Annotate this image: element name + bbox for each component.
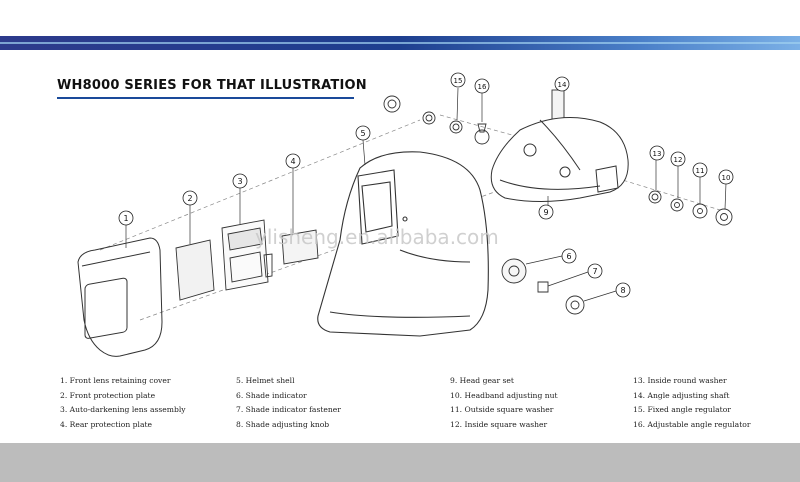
callout-13: 13 bbox=[649, 145, 665, 161]
svg-text:5: 5 bbox=[360, 129, 365, 138]
shade-indicator bbox=[501, 258, 527, 284]
upper-knob-pair bbox=[383, 95, 436, 125]
auto-darkening-lens-assembly bbox=[221, 219, 273, 291]
svg-text:3: 3 bbox=[237, 177, 242, 186]
fixed-angle-regulator bbox=[449, 120, 463, 134]
header-bar-stripe bbox=[0, 42, 800, 44]
legend-column-4: 13. Inside round washer 14. Angle adjust… bbox=[633, 374, 750, 432]
rear-protection-plate bbox=[281, 229, 319, 265]
callout-8: 8 bbox=[615, 282, 631, 298]
callout-10: 10 bbox=[718, 169, 734, 185]
legend-item: 8. Shade adjusting knob bbox=[236, 419, 330, 429]
legend-item: 9. Head gear set bbox=[450, 376, 514, 385]
legend-item: 3. Auto-darkening lens assembly bbox=[60, 405, 186, 414]
legend-item: 1. Front lens retaining cover bbox=[60, 376, 171, 385]
legend-item: 11. Outside square washer bbox=[450, 405, 554, 414]
legend-item: 6. Shade indicator bbox=[236, 390, 307, 400]
svg-text:6: 6 bbox=[566, 252, 571, 261]
svg-text:11: 11 bbox=[696, 167, 705, 175]
front-protection-plate bbox=[175, 239, 215, 301]
svg-text:2: 2 bbox=[187, 194, 192, 203]
shade-adjusting-knob bbox=[565, 295, 585, 315]
svg-text:9: 9 bbox=[543, 208, 548, 217]
svg-text:1: 1 bbox=[123, 214, 128, 223]
callout-14: 14 bbox=[554, 76, 570, 92]
callout-12: 12 bbox=[670, 151, 686, 167]
front-lens-retaining-cover bbox=[77, 237, 163, 357]
svg-text:12: 12 bbox=[674, 156, 683, 164]
callout-2: 2 bbox=[182, 190, 198, 206]
legend-item: 12. Inside square washer bbox=[450, 419, 548, 429]
legend-item: 10. Headband adjusting nut bbox=[450, 390, 558, 400]
callout-7: 7 bbox=[587, 263, 603, 279]
svg-text:4: 4 bbox=[290, 157, 295, 166]
headband-adjusting-nut bbox=[715, 208, 733, 226]
footer-bar bbox=[0, 443, 800, 482]
callout-9: 9 bbox=[538, 204, 554, 220]
legend-item: 13. Inside round washer bbox=[633, 376, 727, 385]
legend-item: 5. Helmet shell bbox=[236, 376, 295, 385]
legend-item: 15. Fixed angle regulator bbox=[633, 405, 731, 414]
legend-column-3: 9. Head gear set 10. Headband adjusting … bbox=[450, 374, 558, 432]
callout-1: 1 bbox=[118, 210, 134, 226]
svg-text:13: 13 bbox=[653, 150, 662, 158]
legend-column-1: 1. Front lens retaining cover 2. Front p… bbox=[60, 374, 186, 432]
callout-15: 15 bbox=[450, 72, 466, 88]
outside-square-washer bbox=[692, 203, 708, 219]
legend-item: 2. Front protection plate bbox=[60, 390, 156, 400]
helmet-shell bbox=[317, 151, 489, 337]
callout-5: 5 bbox=[355, 125, 371, 141]
inside-square-washer bbox=[670, 198, 684, 212]
head-gear-set bbox=[490, 117, 629, 202]
callouts: 1 2 3 4 5 6 7 8 9 10 11 12 13 14 15 16 bbox=[118, 72, 734, 298]
svg-text:14: 14 bbox=[558, 81, 567, 89]
callout-16: 16 bbox=[474, 78, 490, 94]
title-underline bbox=[57, 97, 354, 99]
watermark-text: ylisheng.en.alibaba.com bbox=[255, 225, 499, 249]
shade-indicator-fastener bbox=[537, 281, 549, 293]
callout-6: 6 bbox=[561, 248, 577, 264]
callout-4: 4 bbox=[285, 153, 301, 169]
exploded-helmet-diagram: 1 2 3 4 5 6 7 8 9 10 11 12 13 14 15 16 bbox=[77, 72, 734, 357]
page-title: WH8000 SERIES FOR THAT ILLUSTRATION bbox=[57, 78, 367, 93]
adjustable-angle-regulator bbox=[474, 123, 490, 145]
legend-item: 4. Rear protection plate bbox=[60, 419, 153, 429]
inside-round-washer bbox=[648, 190, 662, 204]
header-bar bbox=[0, 36, 800, 50]
legend-column-2: 5. Helmet shell 6. Shade indicator 7. Sh… bbox=[236, 374, 341, 432]
svg-text:16: 16 bbox=[478, 83, 487, 91]
legend-item: 16. Adjustable angle regulator bbox=[633, 419, 751, 429]
svg-text:7: 7 bbox=[592, 267, 597, 276]
svg-text:10: 10 bbox=[722, 174, 731, 182]
callout-11: 11 bbox=[692, 162, 708, 178]
svg-text:15: 15 bbox=[454, 77, 463, 85]
legend-item: 7. Shade indicator fastener bbox=[236, 405, 341, 414]
svg-text:8: 8 bbox=[620, 286, 625, 295]
callout-3: 3 bbox=[232, 173, 248, 189]
legend-item: 14. Angle adjusting shaft bbox=[633, 390, 730, 400]
